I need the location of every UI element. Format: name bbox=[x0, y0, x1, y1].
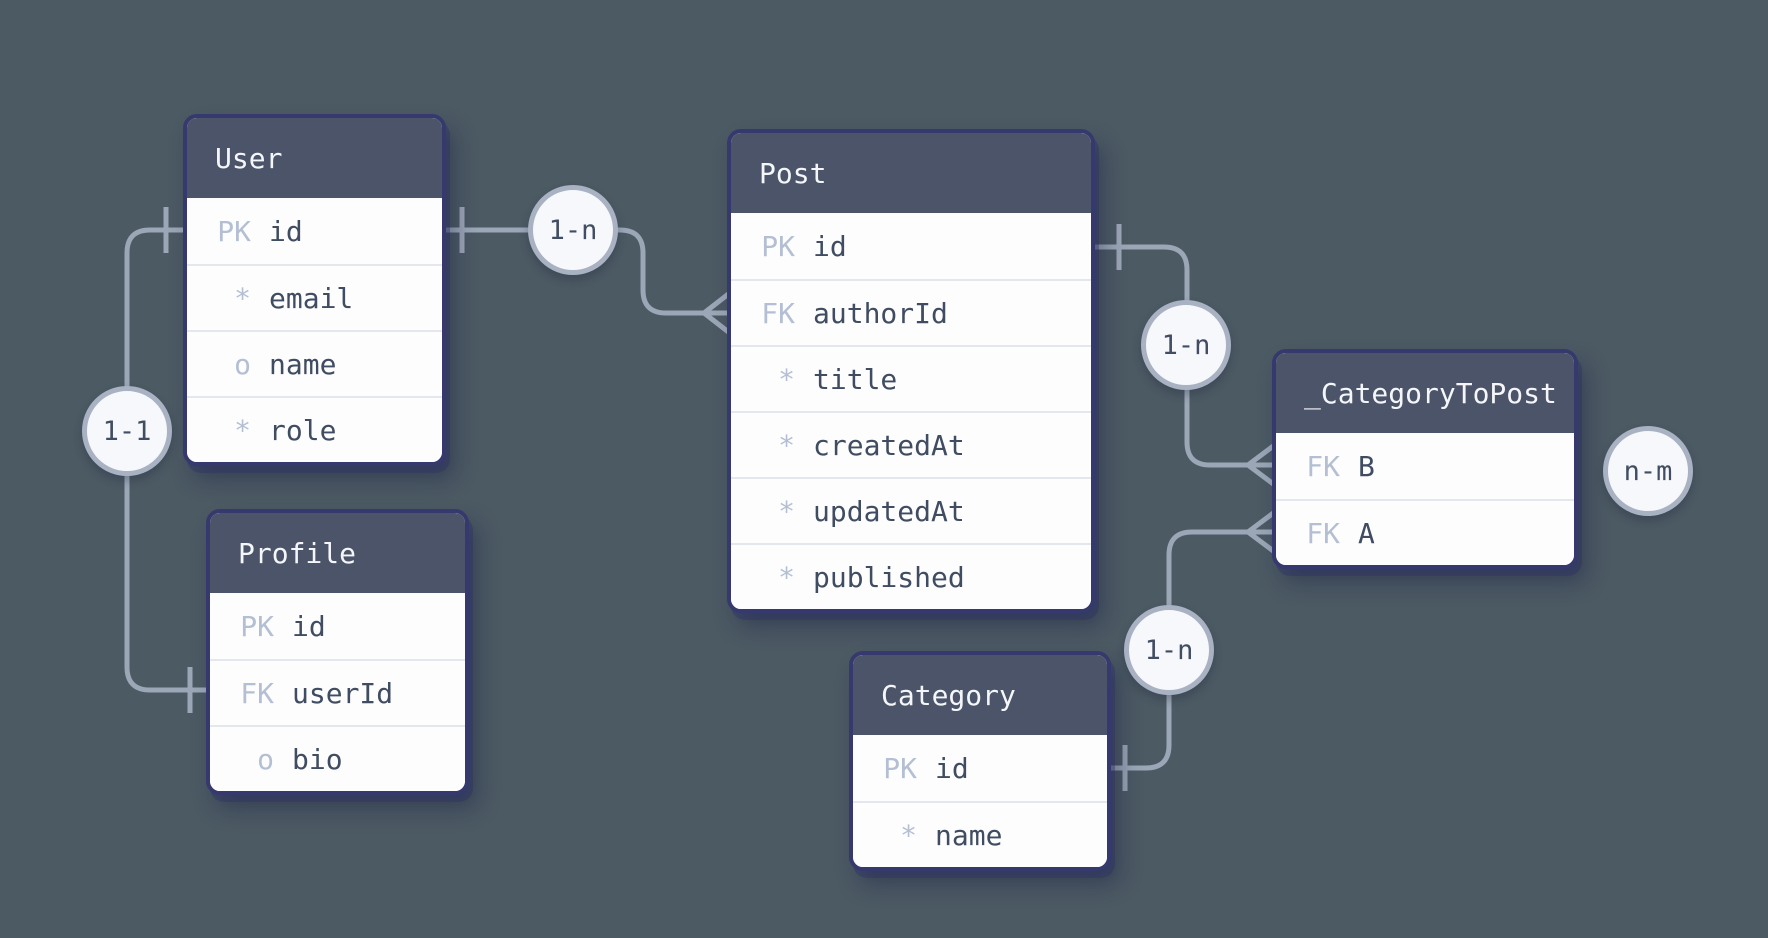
table-header: Category bbox=[853, 655, 1107, 735]
field-row: FK authorId bbox=[731, 279, 1091, 345]
field-name: bio bbox=[292, 742, 343, 776]
field-name: published bbox=[813, 560, 965, 594]
key-badge: PK bbox=[761, 229, 795, 263]
field-name: name bbox=[935, 818, 1003, 852]
entity-table-profile[interactable]: Profile PK id FK userId o bio bbox=[206, 509, 469, 795]
connector-user-post bbox=[446, 207, 733, 336]
field-name: updatedAt bbox=[813, 494, 965, 528]
field-name: email bbox=[269, 281, 354, 315]
key-badge: PK bbox=[240, 609, 274, 643]
cardinality-badge-1-n: 1-n bbox=[1124, 605, 1214, 695]
field-row: PK id bbox=[731, 213, 1091, 279]
key-badge: FK bbox=[761, 296, 795, 330]
field-row: o name bbox=[187, 330, 442, 396]
required-marker: * bbox=[900, 818, 917, 852]
cardinality-badge-1-1: 1-1 bbox=[82, 386, 172, 476]
field-row: o bio bbox=[210, 725, 465, 791]
field-name: A bbox=[1358, 516, 1375, 550]
field-row: * updatedAt bbox=[731, 477, 1091, 543]
field-name: B bbox=[1358, 449, 1375, 483]
field-name: id bbox=[935, 751, 969, 785]
crow-foot bbox=[1246, 442, 1278, 488]
table-header: User bbox=[187, 118, 442, 198]
field-row: * email bbox=[187, 264, 442, 330]
key-badge: PK bbox=[217, 214, 251, 248]
key-badge: PK bbox=[883, 751, 917, 785]
field-name: userId bbox=[292, 676, 394, 710]
table-title: Profile bbox=[238, 536, 357, 570]
cardinality-badge-1-n: 1-n bbox=[528, 185, 618, 275]
field-row: * name bbox=[853, 801, 1107, 867]
field-row: PK id bbox=[210, 593, 465, 659]
entity-table-category[interactable]: Category PK id * name bbox=[849, 651, 1111, 871]
field-name: name bbox=[269, 347, 337, 381]
crow-foot bbox=[702, 290, 733, 336]
nullable-marker: o bbox=[257, 742, 274, 776]
field-name: id bbox=[269, 214, 303, 248]
table-header: _CategoryToPost bbox=[1276, 353, 1574, 433]
field-row: FK B bbox=[1276, 433, 1574, 499]
table-header: Profile bbox=[210, 513, 465, 593]
required-marker: * bbox=[778, 494, 795, 528]
field-name: authorId bbox=[813, 296, 948, 330]
entity-table-user[interactable]: User PK id * email o name * role bbox=[183, 114, 446, 466]
field-name: title bbox=[813, 362, 898, 396]
table-title: _CategoryToPost bbox=[1304, 376, 1557, 410]
field-name: role bbox=[269, 413, 337, 447]
field-row: * createdAt bbox=[731, 411, 1091, 477]
field-row: PK id bbox=[853, 735, 1107, 801]
field-row: * role bbox=[187, 396, 442, 462]
required-marker: * bbox=[234, 281, 251, 315]
field-row: * title bbox=[731, 345, 1091, 411]
field-row: * published bbox=[731, 543, 1091, 609]
key-badge: FK bbox=[1306, 449, 1340, 483]
key-badge: FK bbox=[240, 676, 274, 710]
required-marker: * bbox=[778, 362, 795, 396]
crow-foot bbox=[1246, 509, 1278, 555]
entity-table-categorytopost[interactable]: _CategoryToPost FK B FK A bbox=[1272, 349, 1578, 569]
table-title: User bbox=[215, 141, 283, 175]
cardinality-badge-1-n: 1-n bbox=[1141, 300, 1231, 390]
entity-table-post[interactable]: Post PK id FK authorId * title * created… bbox=[727, 129, 1095, 613]
required-marker: * bbox=[778, 560, 795, 594]
table-header: Post bbox=[731, 133, 1091, 213]
connector-line bbox=[446, 227, 704, 316]
table-title: Category bbox=[881, 678, 1016, 712]
field-row: FK userId bbox=[210, 659, 465, 725]
required-marker: * bbox=[778, 428, 795, 462]
field-name: createdAt bbox=[813, 428, 965, 462]
nullable-marker: o bbox=[234, 347, 251, 381]
field-name: id bbox=[292, 609, 326, 643]
cardinality-badge-n-m: n-m bbox=[1603, 426, 1693, 516]
field-row: PK id bbox=[187, 198, 442, 264]
key-badge: FK bbox=[1306, 516, 1340, 550]
field-name: id bbox=[813, 229, 847, 263]
required-marker: * bbox=[234, 413, 251, 447]
table-title: Post bbox=[759, 156, 827, 190]
field-row: FK A bbox=[1276, 499, 1574, 565]
